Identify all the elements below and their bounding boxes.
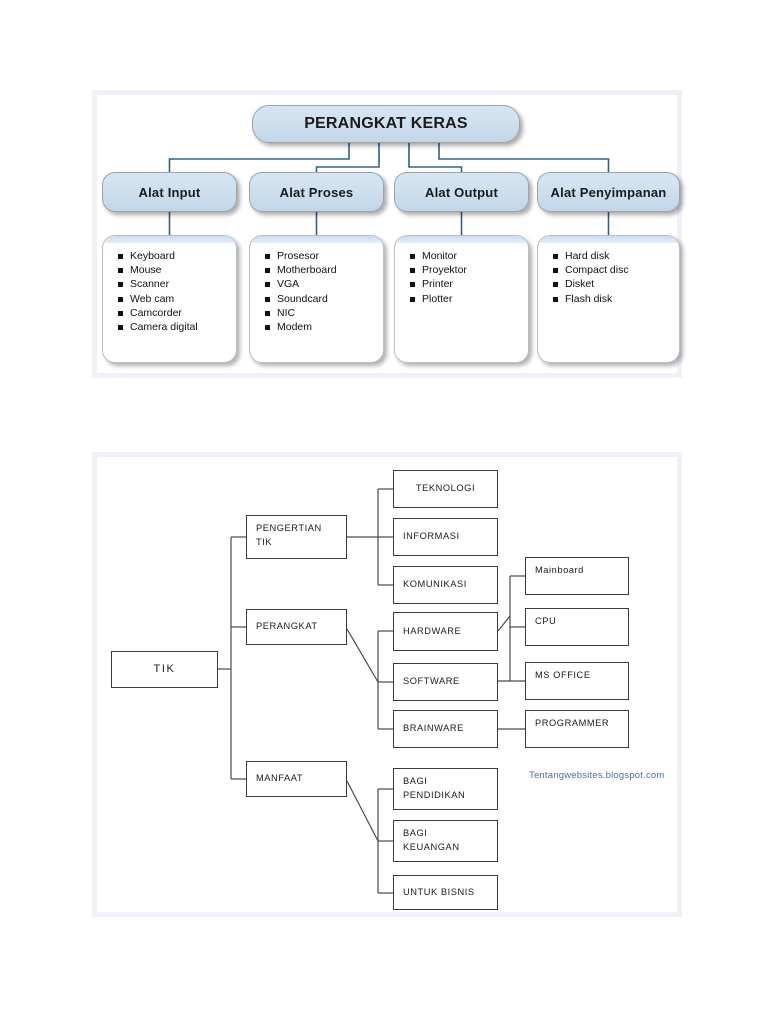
- hardware-category-alat-input[interactable]: Alat Input: [102, 172, 237, 212]
- list-item: Compact disc: [552, 263, 679, 277]
- tik-node-mainboard[interactable]: Mainboard: [525, 557, 629, 595]
- hardware-diagram-panel: PERANGKAT KERAS Alat Input Alat Proses A…: [92, 90, 682, 378]
- tik-node-line1: TEKNOLOGI: [415, 483, 476, 494]
- tik-node-line1: KOMUNIKASI: [403, 579, 467, 590]
- tik-node-line1: BRAINWARE: [403, 723, 464, 734]
- hardware-category-label: Alat Penyimpanan: [550, 184, 667, 200]
- list-top-strip: [538, 236, 679, 243]
- list-item: Flash disk: [552, 292, 679, 306]
- tik-node-brainware[interactable]: BRAINWARE: [393, 710, 498, 748]
- list-item: Web cam: [117, 292, 236, 306]
- tik-node-untuk-bisnis[interactable]: UNTUK BISNIS: [393, 875, 498, 910]
- tik-node-line1: PROGRAMMER: [535, 718, 610, 728]
- hardware-root-node[interactable]: PERANGKAT KERAS: [252, 105, 520, 143]
- tik-node-manfaat[interactable]: MANFAAT: [246, 761, 347, 797]
- list-item: Scanner: [117, 277, 236, 291]
- tik-node-bagi-pendidikan[interactable]: BAGI PENDIDIKAN: [393, 768, 498, 810]
- tik-node-teknologi[interactable]: TEKNOLOGI: [393, 470, 498, 508]
- list-item: Motherboard: [264, 263, 383, 277]
- list-item: Soundcard: [264, 292, 383, 306]
- tik-node-line1: PERANGKAT: [256, 621, 318, 632]
- tik-node-line1: MS OFFICE: [535, 670, 591, 680]
- tik-diagram-panel: TIK PENGERTIAN TIK PERANGKAT MANFAAT TEK…: [92, 452, 682, 917]
- hardware-category-label: Alat Input: [138, 184, 201, 200]
- hardware-category-alat-output[interactable]: Alat Output: [394, 172, 529, 212]
- list-item: NIC: [264, 306, 383, 320]
- tik-node-programmer[interactable]: PROGRAMMER: [525, 710, 629, 748]
- tik-node-line1: BAGI: [403, 828, 428, 838]
- hardware-category-alat-proses[interactable]: Alat Proses: [249, 172, 384, 212]
- tik-node-line1: BAGI: [403, 776, 428, 786]
- hardware-category-label: Alat Proses: [279, 184, 354, 200]
- list-top-strip: [250, 236, 383, 243]
- list-item: Keyboard: [117, 249, 236, 263]
- tik-node-line1: CPU: [535, 616, 557, 626]
- watermark-text: Tentangwebsites.blogspot.com: [529, 770, 665, 781]
- tik-node-perangkat[interactable]: PERANGKAT: [246, 609, 347, 645]
- tik-node-software[interactable]: SOFTWARE: [393, 663, 498, 701]
- tik-node-hardware[interactable]: HARDWARE: [393, 612, 498, 651]
- list-item: Plotter: [409, 292, 528, 306]
- list-item: Hard disk: [552, 249, 679, 263]
- tik-node-komunikasi[interactable]: KOMUNIKASI: [393, 566, 498, 604]
- hardware-category-label: Alat Output: [425, 184, 498, 200]
- tik-root-label: TIK: [153, 662, 176, 675]
- tik-root-node[interactable]: TIK: [111, 651, 218, 688]
- hardware-root-label: PERANGKAT KERAS: [304, 115, 468, 132]
- tik-node-line1: UNTUK BISNIS: [403, 886, 475, 897]
- tik-node-line1: MANFAAT: [256, 773, 304, 784]
- hardware-category-alat-penyimpanan[interactable]: Alat Penyimpanan: [537, 172, 680, 212]
- tik-node-line1: Mainboard: [535, 565, 584, 575]
- list-item: Camera digital: [117, 320, 236, 334]
- tik-node-line1: INFORMASI: [403, 531, 460, 542]
- tik-node-line2: KEUANGAN: [403, 841, 460, 852]
- tik-node-cpu[interactable]: CPU: [525, 608, 629, 646]
- tik-node-line2: TIK: [256, 536, 273, 547]
- tik-node-line2: PENDIDIKAN: [403, 789, 466, 800]
- list-top-strip: [395, 236, 528, 243]
- tik-node-line1: PENGERTIAN: [256, 523, 322, 533]
- list-item: Monitor: [409, 249, 528, 263]
- list-item: Mouse: [117, 263, 236, 277]
- list-item: Proyektor: [409, 263, 528, 277]
- list-item: Camcorder: [117, 306, 236, 320]
- tik-node-line1: HARDWARE: [403, 625, 462, 636]
- list-top-strip: [103, 236, 236, 243]
- list-item: Printer: [409, 277, 528, 291]
- list-item: Disket: [552, 277, 679, 291]
- tik-node-pengertian-tik[interactable]: PENGERTIAN TIK: [246, 515, 347, 559]
- tik-node-ms-office[interactable]: MS OFFICE: [525, 662, 629, 700]
- tik-node-informasi[interactable]: INFORMASI: [393, 518, 498, 556]
- list-item: Prosesor: [264, 249, 383, 263]
- list-item: VGA: [264, 277, 383, 291]
- tik-node-bagi-keuangan[interactable]: BAGI KEUANGAN: [393, 820, 498, 862]
- tik-node-line1: SOFTWARE: [403, 676, 460, 687]
- list-item: Modem: [264, 320, 383, 334]
